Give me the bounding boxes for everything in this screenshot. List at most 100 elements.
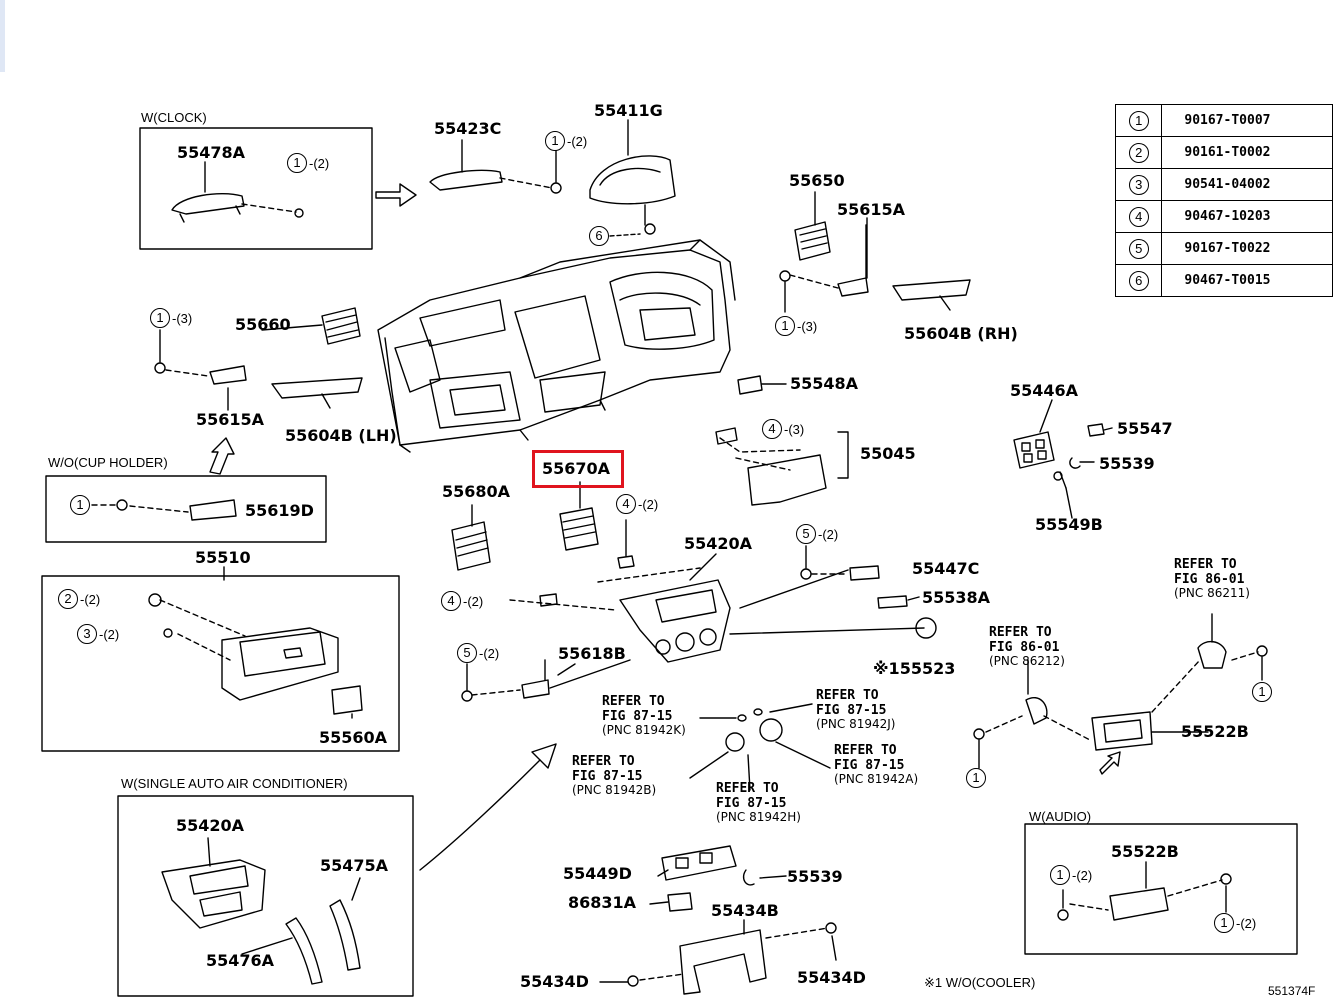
part-label-55510[interactable]: 55510 (195, 548, 251, 567)
legend-part-number: 90467-10203 (1161, 200, 1333, 233)
part-label-55523[interactable]: ※155523 (873, 659, 956, 678)
part-label-55549b[interactable]: 55549B (1035, 515, 1103, 534)
part-label-55522b[interactable]: 55522B (1181, 722, 1249, 741)
part-label-55615a-left[interactable]: 55615A (196, 410, 265, 429)
legend-row[interactable]: 3 90541-04002 (1114, 168, 1333, 201)
part-label-55434b[interactable]: 55434B (711, 901, 779, 920)
callout-circle[interactable]: 6 (589, 226, 609, 246)
part-label-55650[interactable]: 55650 (789, 171, 845, 190)
callout-circle[interactable]: 4 (762, 419, 782, 439)
refer-note-81942j[interactable]: REFER TO FIG 87-15 (PNC 81942J) (816, 688, 896, 732)
part-shapes (91, 119, 1268, 995)
part-label-55478a[interactable]: 55478A (177, 143, 246, 162)
refer-note-81942a[interactable]: REFER TO FIG 87-15 (PNC 81942A) (834, 743, 919, 787)
legend-key: 6 (1128, 270, 1149, 291)
part-label-55522b-audio[interactable]: 55522B (1111, 842, 1179, 861)
callout-circle[interactable]: 1 (1214, 913, 1234, 933)
refer-note-81942b[interactable]: REFER TO FIG 87-15 (PNC 81942B) (572, 754, 657, 798)
callout-circle[interactable]: 1 (287, 153, 307, 173)
part-label-55619d[interactable]: 55619D (245, 501, 314, 520)
part-label-55411g[interactable]: 55411G (594, 101, 663, 120)
callout-circle[interactable]: 1 (775, 316, 795, 336)
refer-note-81942k[interactable]: REFER TO FIG 87-15 (PNC 81942K) (602, 694, 686, 738)
part-label-55434d-right[interactable]: 55434D (797, 968, 866, 987)
refer-note-81942h[interactable]: REFER TO FIG 87-15 (PNC 81942H) (716, 781, 801, 825)
callout-circle[interactable]: 1 (545, 131, 565, 151)
part-label-55420a[interactable]: 55420A (684, 534, 753, 553)
legend-part-number: 90541-04002 (1161, 168, 1333, 201)
part-label-55475a[interactable]: 55475A (320, 856, 389, 875)
part-label-55604b-lh[interactable]: 55604B (LH) (285, 426, 397, 445)
callout-circle[interactable]: 2 (58, 589, 78, 609)
part-label-55680a[interactable]: 55680A (442, 482, 511, 501)
part-label-55548a[interactable]: 55548A (790, 374, 859, 393)
part-label-55476a[interactable]: 55476A (206, 951, 275, 970)
part-label-55420a-aircon[interactable]: 55420A (176, 816, 245, 835)
cup-holder-box-title: W/O(CUP HOLDER) (48, 455, 168, 470)
callout-circle[interactable]: 1 (1050, 865, 1070, 885)
part-label-55660[interactable]: 55660 (235, 315, 291, 334)
part-label-55434d-left[interactable]: 55434D (520, 972, 589, 991)
part-label-55670a[interactable]: 55670A (542, 459, 611, 478)
callout-circle[interactable]: 1 (966, 768, 986, 788)
legend-key: 3 (1128, 174, 1149, 195)
callout-circle[interactable]: 3 (77, 624, 97, 644)
part-label-55423c[interactable]: 55423C (434, 119, 502, 138)
box-aircon (117, 795, 414, 997)
legend-part-number: 90161-T0002 (1161, 136, 1333, 169)
callout-qty: -(3) (172, 311, 193, 326)
callout-circle[interactable]: 1 (1252, 682, 1272, 702)
part-label-86831a[interactable]: 86831A (568, 893, 637, 912)
callout-qty: -(2) (638, 497, 659, 512)
callout-qty: -(3) (797, 319, 818, 334)
part-label-55539-upper[interactable]: 55539 (1099, 454, 1155, 473)
callout-qty: -(2) (309, 156, 330, 171)
clock-box-title: W(CLOCK) (141, 110, 207, 125)
part-label-55539-lower[interactable]: 55539 (787, 867, 843, 886)
callout-circle[interactable]: 5 (796, 524, 816, 544)
part-label-55618b[interactable]: 55618B (558, 644, 626, 663)
legend-row[interactable]: 5 90167-T0022 (1114, 232, 1333, 265)
callout-qty: -(2) (463, 594, 484, 609)
legend-row[interactable]: 6 90467-T0015 (1114, 264, 1333, 297)
callout-circle[interactable]: 4 (441, 591, 461, 611)
box-glovebox (41, 575, 400, 752)
part-label-55045[interactable]: 55045 (860, 444, 916, 463)
audio-box-title: W(AUDIO) (1029, 809, 1092, 824)
callout-qty: -(2) (567, 134, 588, 149)
refer-note-86211[interactable]: REFER TO FIG 86-01 (PNC 86211) (1174, 557, 1250, 601)
callout-qty: -(3) (784, 422, 805, 437)
legend-part-number: 90467-T0015 (1161, 264, 1333, 297)
dashboard-illustration (377, 239, 736, 453)
callout-qty: -(2) (479, 646, 500, 661)
part-label-55538a[interactable]: 55538A (922, 588, 991, 607)
part-label-55547[interactable]: 55547 (1117, 419, 1173, 438)
part-label-55449d[interactable]: 55449D (563, 864, 632, 883)
part-label-55604b-rh[interactable]: 55604B (RH) (904, 324, 1018, 343)
part-label-55446a[interactable]: 55446A (1010, 381, 1079, 400)
diagram-code: 551374F (1268, 984, 1316, 998)
legend-part-number: 90167-T0007 (1161, 104, 1333, 137)
footnote: ※1 W/O(COOLER) (924, 975, 1036, 990)
callout-qty: -(2) (80, 592, 101, 607)
refer-note-86212[interactable]: REFER TO FIG 86-01 (PNC 86212) (989, 625, 1065, 669)
legend-part-number: 90167-T0022 (1161, 232, 1333, 265)
legend-row[interactable]: 4 90467-10203 (1114, 200, 1333, 233)
callout-circle[interactable]: 1 (70, 495, 90, 515)
legend-key: 2 (1128, 142, 1149, 163)
legend-key: 1 (1128, 110, 1149, 131)
callout-circle[interactable]: 4 (616, 494, 636, 514)
part-label-55560a[interactable]: 55560A (319, 728, 388, 747)
legend-key: 4 (1128, 206, 1149, 227)
part-label-55615a-right[interactable]: 55615A (837, 200, 906, 219)
callout-circle[interactable]: 5 (457, 643, 477, 663)
window-edge (0, 0, 5, 72)
legend-row[interactable]: 2 90161-T0002 (1114, 136, 1333, 169)
callout-circle[interactable]: 1 (150, 308, 170, 328)
legend-key: 5 (1128, 238, 1149, 259)
box-cup-holder (45, 475, 327, 543)
selected-part-highlight (532, 450, 624, 488)
part-label-55447c[interactable]: 55447C (912, 559, 980, 578)
legend-row[interactable]: 1 90167-T0007 (1114, 104, 1333, 137)
